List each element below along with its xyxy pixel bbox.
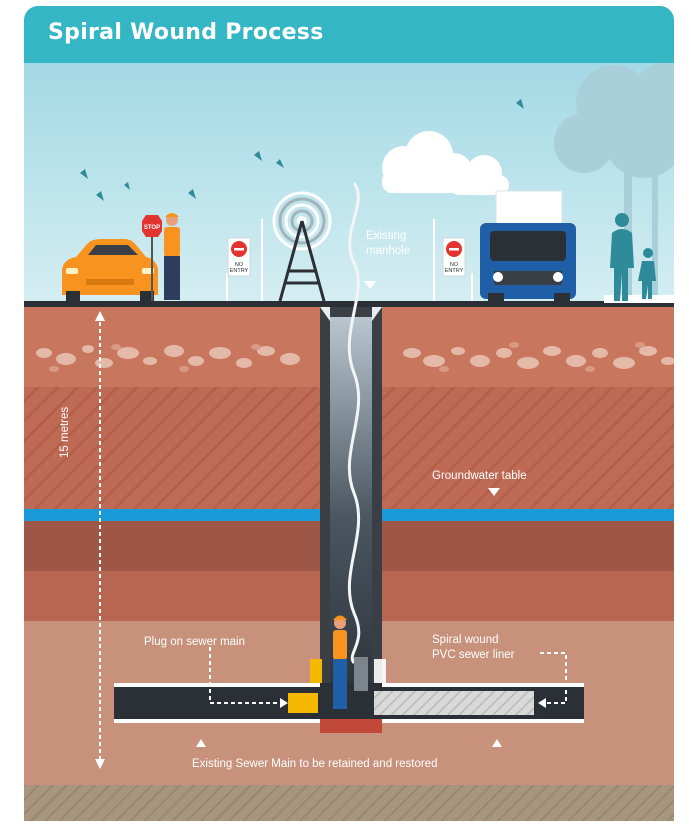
birds	[80, 99, 524, 201]
groundwater-label: Groundwater table	[432, 470, 527, 482]
liner-label-line2: PVC sewer liner	[432, 649, 515, 661]
groundwater-pointer-icon	[488, 488, 500, 496]
arrow-head-icon	[538, 698, 546, 708]
existing-manhole-label-line2: manhole	[366, 245, 410, 257]
plug-block	[310, 659, 322, 683]
liner-arrow	[540, 652, 567, 704]
plug-arrow	[209, 647, 280, 704]
page-title: Spiral Wound Process	[48, 20, 324, 45]
sewer-pointer-icon	[196, 739, 206, 747]
road	[24, 301, 674, 307]
no-entry-sign: NO ENTRY	[226, 219, 263, 301]
footpath	[604, 295, 674, 303]
pedestrians	[610, 213, 656, 301]
existing-manhole-label: Existing	[366, 230, 406, 242]
spiral-wound-diagram: STOP NO ENTRY Existing manhole	[24, 63, 674, 821]
plug	[288, 693, 318, 713]
sewer-main-label: Existing Sewer Main to be retained and r…	[192, 758, 437, 770]
no-entry-text: ENTRY	[230, 268, 249, 274]
car	[62, 239, 158, 301]
header-bar: Spiral Wound Process	[24, 6, 674, 63]
liner-strip	[347, 182, 361, 664]
trees	[554, 63, 674, 303]
diagram-card: Spiral Wound Process	[24, 6, 674, 821]
winding-rig	[272, 191, 332, 302]
bedrock-layer	[24, 785, 674, 821]
cloud	[382, 131, 509, 195]
depth-label: 15 metres	[59, 407, 71, 458]
pvc-liner	[374, 691, 534, 715]
no-entry-text: ENTRY	[445, 268, 464, 274]
traffic-controller: STOP	[142, 213, 180, 301]
manhole-pointer-icon	[364, 281, 376, 289]
depth-marker	[95, 311, 105, 769]
liner-label: Spiral wound	[432, 634, 498, 646]
no-entry-text: NO	[450, 262, 459, 268]
winding-machine	[354, 657, 368, 691]
gravel-band	[36, 345, 674, 369]
arrow-head-icon	[280, 698, 288, 708]
no-entry-sign: NO ENTRY	[433, 219, 473, 301]
stop-sign-text: STOP	[144, 225, 160, 231]
worker	[333, 615, 347, 709]
sewer-pointer-icon	[492, 739, 502, 747]
plug-label: Plug on sewer main	[144, 636, 245, 648]
truck	[480, 190, 576, 303]
no-entry-text: NO	[235, 262, 244, 268]
